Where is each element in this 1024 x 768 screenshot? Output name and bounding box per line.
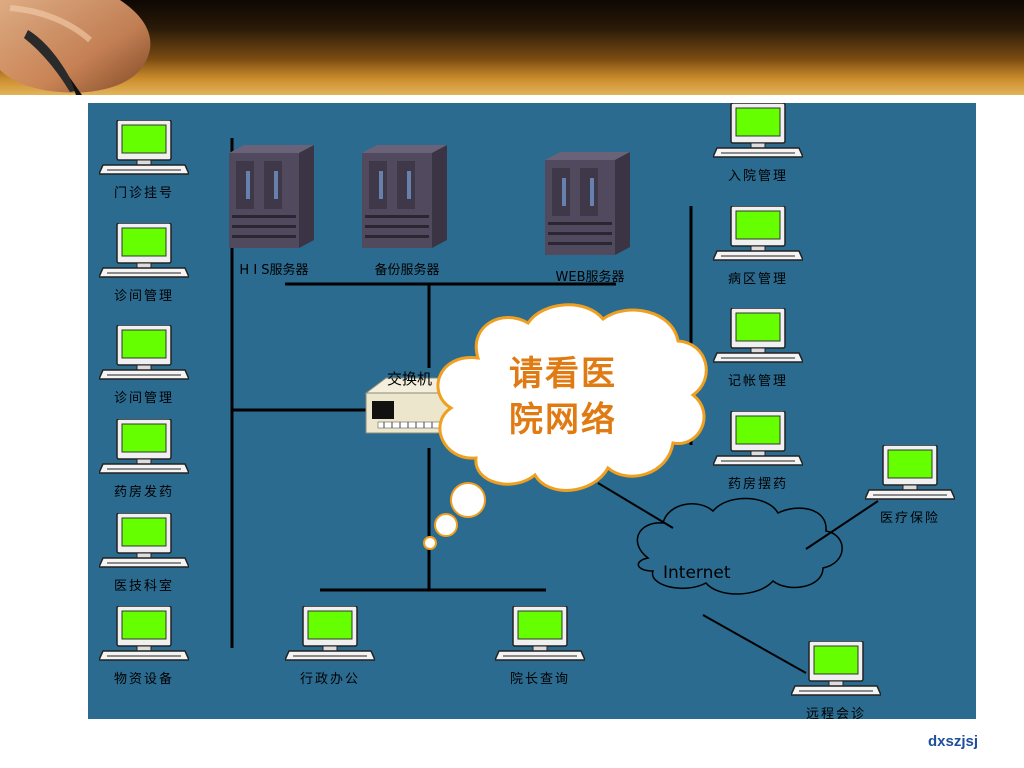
terminal-label: 远程会诊 (805, 707, 866, 719)
terminal-label: 物资设备 (113, 672, 174, 687)
terminal-label: 诊间管理 (113, 289, 174, 304)
connection-lines (230, 138, 879, 674)
callout-line-1: 请看医 (509, 354, 617, 394)
terminal-label: 门诊挂号 (113, 186, 174, 201)
hand-with-pen-photo (0, 0, 151, 95)
terminal-left-1: 门诊挂号 (94, 120, 194, 201)
server-label: H I S服务器 (239, 263, 309, 278)
computer-terminal-icon (99, 325, 189, 380)
server-rack-icon (229, 145, 314, 248)
server-rack-icon (362, 145, 447, 248)
terminal-right-2: 病区管理 (708, 206, 808, 287)
terminal-telemedicine: 远程会诊 (786, 641, 886, 719)
terminal-insurance: 医疗保险 (860, 445, 960, 526)
server-label: 备份服务器 (374, 263, 440, 278)
switch-to-internet-line (597, 482, 674, 529)
internet-label: Internet (663, 563, 731, 583)
thought-cloud-shape (423, 303, 708, 550)
hospital-network-diagram: H I S服务器 备份服务器 WEB服务 (88, 103, 976, 719)
computer-terminal-icon (713, 411, 803, 466)
server-label: WEB服务器 (555, 270, 625, 285)
computer-terminal-icon (99, 120, 189, 175)
terminal-left-3: 诊间管理 (94, 325, 194, 406)
callout-text: 请看医 院网络 (473, 351, 653, 443)
terminal-left-5: 医技科室 (94, 513, 194, 594)
computer-terminal-icon (865, 445, 955, 500)
server-backup: 备份服务器 (342, 141, 472, 278)
server-his: H I S服务器 (209, 141, 339, 278)
terminal-bottom-1: 行政办公 (280, 606, 380, 687)
computer-terminal-icon (495, 606, 585, 661)
terminal-label: 诊间管理 (113, 391, 174, 406)
terminal-label: 药房发药 (113, 485, 174, 500)
terminal-left-6: 物资设备 (94, 606, 194, 687)
terminal-label: 院长查询 (509, 672, 570, 687)
computer-terminal-icon (713, 308, 803, 363)
terminal-right-3: 记帐管理 (708, 308, 808, 389)
server-rack-icon (545, 152, 630, 255)
terminal-left-4: 药房发药 (94, 419, 194, 500)
computer-terminal-icon (99, 223, 189, 278)
switch-label: 交换机 (387, 370, 433, 388)
computer-terminal-icon (99, 419, 189, 474)
computer-terminal-icon (791, 641, 881, 696)
internet-cloud-shape (636, 497, 843, 595)
terminal-left-2: 诊间管理 (94, 223, 194, 304)
internet-to-insurance-line (805, 500, 879, 550)
computer-terminal-icon (713, 103, 803, 158)
computer-terminal-icon (285, 606, 375, 661)
terminal-right-1: 入院管理 (708, 103, 808, 184)
internet-to-telemedicine-line (702, 614, 807, 674)
footer-watermark: dxszjsj (927, 733, 978, 750)
terminal-label: 医技科室 (113, 579, 174, 594)
terminal-label: 记帐管理 (727, 374, 788, 389)
computer-terminal-icon (99, 513, 189, 568)
terminal-label: 病区管理 (727, 272, 788, 287)
terminal-right-4: 药房摆药 (708, 411, 808, 492)
header-banner (0, 0, 1024, 95)
terminal-label: 行政办公 (299, 672, 360, 687)
terminal-bottom-2: 院长查询 (490, 606, 590, 687)
terminal-label: 医疗保险 (879, 511, 940, 526)
terminal-label: 药房摆药 (727, 477, 788, 492)
server-web: WEB服务器 (525, 148, 655, 285)
computer-terminal-icon (99, 606, 189, 661)
callout-line-2: 院网络 (509, 400, 617, 440)
terminal-label: 入院管理 (727, 169, 788, 184)
computer-terminal-icon (713, 206, 803, 261)
